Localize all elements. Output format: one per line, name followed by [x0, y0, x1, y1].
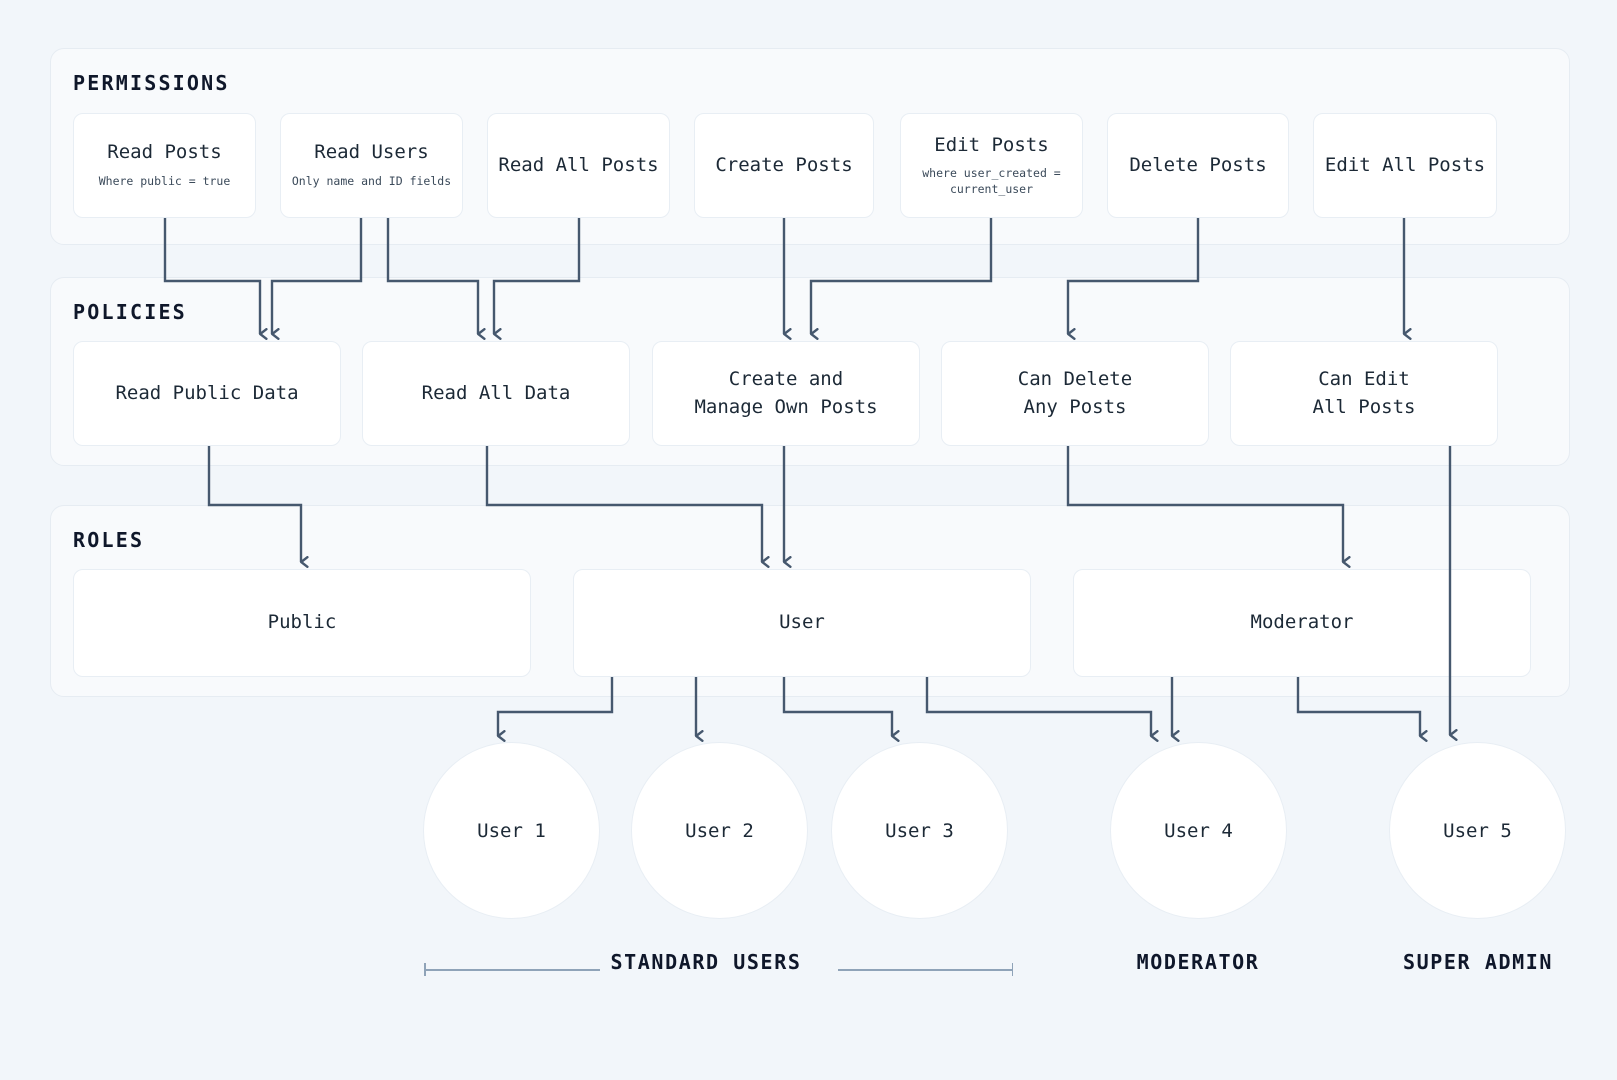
policy-title: Read All Data	[421, 381, 571, 404]
permission-title: Read Users	[314, 141, 429, 164]
policy-title: Read Public Data	[115, 381, 299, 404]
role-title: User	[779, 611, 825, 634]
user-node-5[interactable]: User 5	[1389, 742, 1566, 919]
policies-section-title: POLICIES	[73, 300, 187, 324]
group-label-standard-users: STANDARD USERS	[610, 950, 802, 974]
permission-card-read-posts[interactable]: Read Posts Where public = true	[73, 113, 256, 218]
policy-card-can-edit-all-posts[interactable]: Can Edit All Posts	[1230, 341, 1498, 446]
permission-card-edit-all-posts[interactable]: Edit All Posts	[1313, 113, 1497, 218]
bracket-rail	[838, 969, 1013, 971]
permission-title: Edit All Posts	[1324, 153, 1486, 176]
permission-card-delete-posts[interactable]: Delete Posts	[1107, 113, 1289, 218]
policy-title: Create and Manage Own Posts	[694, 367, 878, 418]
policy-title: Can Delete Any Posts	[1017, 367, 1133, 418]
permission-card-read-users[interactable]: Read Users Only name and ID fields	[280, 113, 463, 218]
role-card-public[interactable]: Public	[73, 569, 531, 677]
user-label: User 1	[477, 819, 546, 842]
policy-title: Can Edit All Posts	[1312, 367, 1416, 418]
permissions-section-title: PERMISSIONS	[73, 71, 230, 95]
permission-card-read-all-posts[interactable]: Read All Posts	[487, 113, 670, 218]
permission-title: Read Posts	[107, 141, 222, 164]
bracket-rail	[424, 969, 600, 971]
permission-title: Delete Posts	[1129, 153, 1267, 176]
permission-card-create-posts[interactable]: Create Posts	[694, 113, 874, 218]
policy-card-can-delete-any-posts[interactable]: Can Delete Any Posts	[941, 341, 1209, 446]
roles-section-title: ROLES	[73, 528, 145, 552]
permission-subtitle: Where public = true	[98, 174, 231, 189]
permission-title: Edit Posts	[934, 133, 1049, 156]
role-title: Moderator	[1250, 611, 1354, 634]
permission-subtitle: where user_created = current_user	[922, 166, 1061, 196]
user-node-4[interactable]: User 4	[1110, 742, 1287, 919]
permission-title: Create Posts	[715, 153, 853, 176]
user-node-2[interactable]: User 2	[631, 742, 808, 919]
role-title: Public	[267, 611, 337, 634]
role-card-moderator[interactable]: Moderator	[1073, 569, 1531, 677]
user-label: User 4	[1164, 819, 1233, 842]
policy-card-create-manage-own-posts[interactable]: Create and Manage Own Posts	[652, 341, 920, 446]
standard-users-bracket-right	[838, 963, 1013, 976]
user-label: User 5	[1443, 819, 1512, 842]
permission-card-edit-posts[interactable]: Edit Posts where user_created = current_…	[900, 113, 1083, 218]
group-label-super-admin: SUPER ADMIN	[1402, 950, 1554, 974]
group-label-moderator: MODERATOR	[1136, 950, 1260, 974]
policy-card-read-public-data[interactable]: Read Public Data	[73, 341, 341, 446]
bracket-cap	[1011, 963, 1013, 976]
user-label: User 3	[885, 819, 954, 842]
permission-title: Read All Posts	[498, 153, 659, 176]
policy-card-read-all-data[interactable]: Read All Data	[362, 341, 630, 446]
permission-subtitle: Only name and ID fields	[291, 174, 452, 189]
role-card-user[interactable]: User	[573, 569, 1031, 677]
user-label: User 2	[685, 819, 754, 842]
user-node-1[interactable]: User 1	[423, 742, 600, 919]
standard-users-bracket-left	[424, 963, 600, 976]
user-node-3[interactable]: User 3	[831, 742, 1008, 919]
